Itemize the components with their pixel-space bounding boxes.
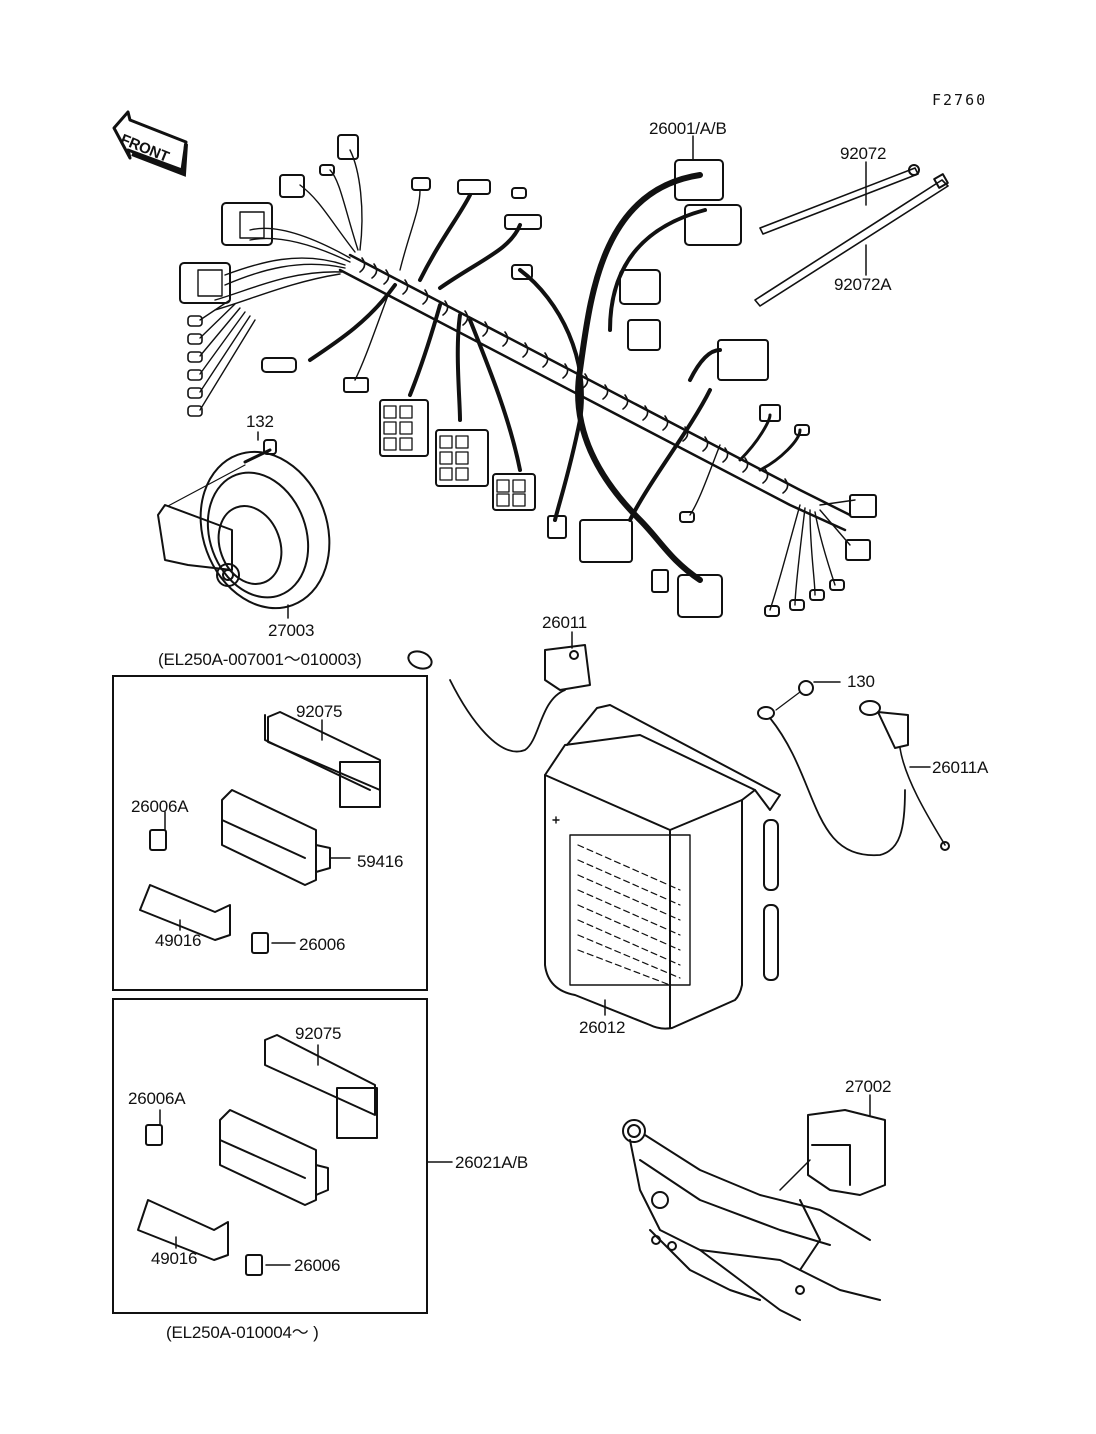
battery-drawing	[407, 631, 950, 1030]
late-model-group-frame	[112, 998, 428, 1314]
cable-ties	[754, 161, 949, 307]
part-label-clamp-long[interactable]: 92072A	[834, 275, 892, 294]
part-label-turn-signal-relay[interactable]: 27002	[845, 1077, 892, 1096]
frame-drawing	[622, 1094, 886, 1321]
part-label-connector-late[interactable]: 26006	[294, 1256, 341, 1275]
main-wiring-harness	[179, 134, 877, 618]
part-label-horn-bolt[interactable]: 132	[246, 412, 274, 431]
part-label-lead-positive[interactable]: 26011	[542, 613, 588, 632]
relay-box-late	[137, 1034, 453, 1276]
part-label-bracket-late[interactable]: 49016	[151, 1249, 198, 1268]
part-label-harness[interactable]: 26001/A/B	[649, 119, 727, 138]
part-label-battery-bolt[interactable]: 130	[847, 672, 875, 691]
early-model-group-frame	[112, 675, 428, 991]
serial-range-late: (EL250A-010004〜 )	[166, 1323, 319, 1342]
part-label-assembly[interactable]: 26021A/B	[455, 1153, 529, 1172]
part-label-bracket-early[interactable]: 49016	[155, 931, 202, 950]
part-label-connector-a-early[interactable]: 26006A	[131, 797, 189, 816]
relay-box-early	[139, 711, 381, 954]
part-label-cover-late[interactable]: 92075	[295, 1024, 342, 1043]
front-direction-arrow-icon	[112, 110, 188, 177]
part-label-clamp[interactable]: 92072	[840, 144, 887, 163]
part-label-connector-a-late[interactable]: 26006A	[128, 1089, 186, 1108]
horn-drawing	[157, 431, 331, 619]
part-label-lead-negative[interactable]: 26011A	[932, 758, 989, 777]
serial-range-early: (EL250A-007001〜010003)	[158, 650, 362, 669]
part-label-relay-box[interactable]: 59416	[357, 852, 404, 871]
figure-code: F2760	[932, 91, 988, 109]
part-label-cover-early[interactable]: 92075	[296, 702, 343, 721]
part-label-horn[interactable]: 27003	[268, 621, 315, 640]
part-label-connector-early[interactable]: 26006	[299, 935, 346, 954]
part-label-battery[interactable]: 26012	[579, 1018, 626, 1037]
